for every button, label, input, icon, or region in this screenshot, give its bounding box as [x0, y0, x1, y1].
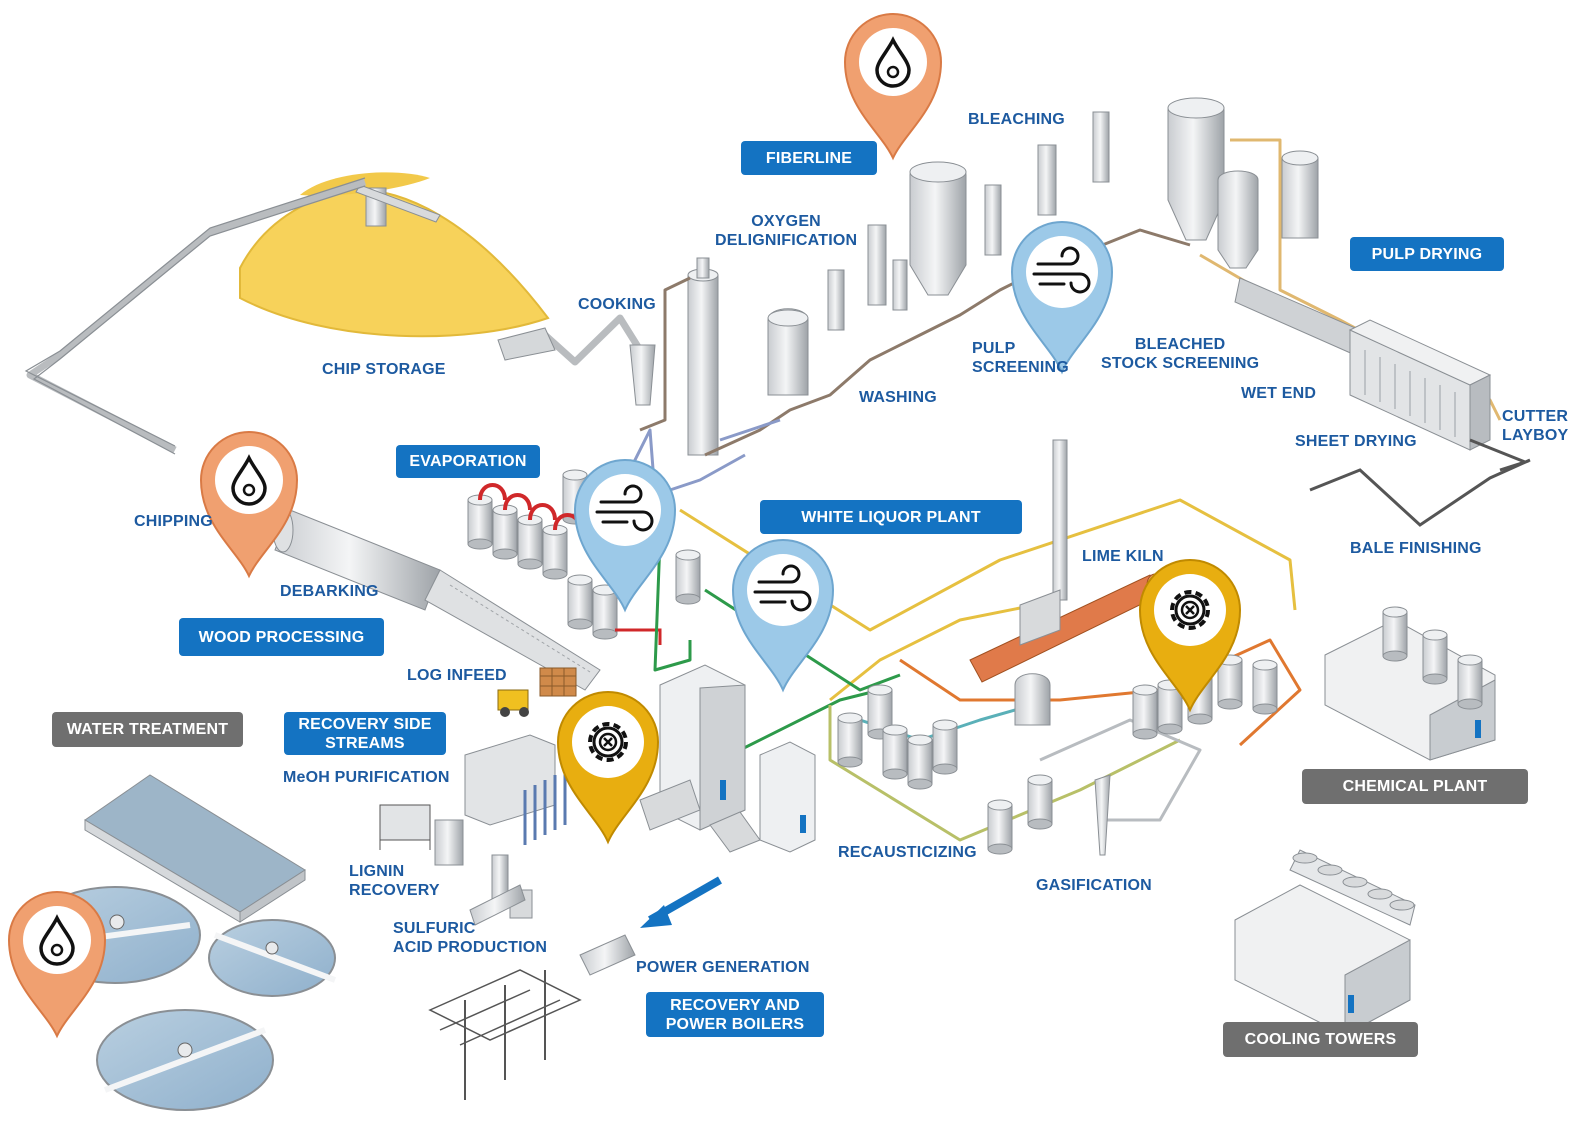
fiberline-tanks: [767, 97, 1319, 396]
tag-line: RECOVERY SIDE: [298, 715, 432, 733]
tag-line: RECOVERY AND: [670, 996, 800, 1014]
chemical-plant-building: [1324, 606, 1496, 761]
label-line: LIGNIN: [349, 863, 405, 880]
label-bleaching: BLEACHING: [968, 111, 1065, 128]
evaporation-tanks: [467, 469, 701, 645]
tag-water-treatment[interactable]: WATER TREATMENT: [52, 712, 243, 747]
sulfuric-acid-unit: [469, 854, 533, 926]
label-line: CUTTER: [1502, 408, 1569, 425]
water-drop-icon: [231, 454, 267, 506]
water-drop-icon: [39, 914, 75, 966]
label-bale-finishing: BALE FINISHING: [1350, 540, 1482, 557]
air-flow-pin-screening[interactable]: [1010, 221, 1114, 375]
label-gasification: GASIFICATION: [1036, 877, 1152, 894]
label-cutter-layboy: CUTTER LAYBOY: [1502, 407, 1568, 445]
label-line: PULP: [972, 340, 1016, 357]
forklift: [497, 689, 529, 717]
tag-fiberline[interactable]: FIBERLINE: [741, 141, 877, 175]
cooling-towers-building: [1234, 849, 1416, 1036]
water-drop-pin-water-treatment[interactable]: [7, 891, 107, 1039]
label-line: STOCK SCREENING: [1101, 355, 1260, 372]
label-power-generation: POWER GENERATION: [636, 959, 810, 976]
label-pulp-screening: PULP SCREENING: [972, 339, 1069, 377]
tag-pulp-drying[interactable]: PULP DRYING: [1350, 237, 1504, 271]
label-wet-end: WET END: [1241, 385, 1317, 402]
tag-cooling-towers[interactable]: COOLING TOWERS: [1223, 1022, 1418, 1057]
log-pile: [539, 667, 577, 697]
gear-cross-icon: [588, 722, 628, 762]
recausticizing-tanks: [837, 654, 1278, 856]
tag-chemical-plant[interactable]: CHEMICAL PLANT: [1302, 769, 1528, 804]
lignin-recovery-unit: [379, 804, 464, 866]
tag-evaporation[interactable]: EVAPORATION: [396, 445, 540, 478]
tag-line: STREAMS: [325, 734, 405, 752]
label-chipping: CHIPPING: [134, 513, 213, 530]
chip-hopper: [497, 327, 556, 361]
tag-recovery-and-power-boilers[interactable]: RECOVERY AND POWER BOILERS: [646, 992, 824, 1037]
label-line: SCREENING: [972, 359, 1069, 376]
label-line: LAYBOY: [1502, 427, 1569, 444]
gear-cross-icon: [1170, 590, 1210, 630]
label-line: BLEACHED: [1134, 336, 1226, 353]
tag-recovery-side-streams[interactable]: RECOVERY SIDE STREAMS: [284, 712, 446, 755]
chip-storage-pile: [239, 172, 550, 338]
tag-white-liquor-plant[interactable]: WHITE LIQUOR PLANT: [760, 500, 1022, 534]
cooking-digester: [629, 257, 719, 456]
air-flow-pin-white-liquor[interactable]: [731, 539, 835, 693]
label-oxygen-delignification: OXYGEN DELIGNIFICATION: [715, 212, 857, 250]
label-debarking: DEBARKING: [280, 583, 379, 600]
conveyor-outline: [24, 177, 366, 455]
label-line: SULFURIC: [393, 920, 476, 937]
pulp-drying-machine: [1234, 277, 1492, 451]
water-drop-pin-chipping[interactable]: [199, 431, 299, 579]
wind-icon: [595, 484, 654, 532]
wind-icon: [1032, 246, 1091, 294]
label-recausticizing: RECAUSTICIZING: [838, 844, 977, 861]
label-cooking: COOKING: [578, 296, 656, 313]
water-drop-icon: [875, 36, 911, 88]
water-drop-pin-fiberline[interactable]: [843, 13, 943, 161]
tag-line: POWER BOILERS: [665, 1015, 805, 1033]
label-line: ACID PRODUCTION: [393, 939, 548, 956]
air-flow-pin-evaporation[interactable]: [573, 459, 677, 613]
label-sheet-drying: SHEET DRYING: [1295, 433, 1417, 450]
gear-pin-lime-kiln[interactable]: [1138, 559, 1242, 713]
recovery-boiler-building: [464, 664, 816, 853]
power-generation: [428, 876, 722, 1100]
label-chip-storage: CHIP STORAGE: [322, 361, 446, 378]
wind-icon: [753, 564, 812, 612]
side-stream-columns: [523, 770, 567, 845]
gear-pin-recovery[interactable]: [556, 691, 660, 845]
label-log-infeed: LOG INFEED: [407, 667, 507, 684]
label-washing: WASHING: [859, 389, 937, 406]
label-sulfuric-acid-production: SULFURIC ACID PRODUCTION: [393, 919, 547, 957]
label-lignin-recovery: LIGNIN RECOVERY: [349, 862, 440, 900]
label-line: OXYGEN: [751, 213, 821, 230]
label-bleached-stock-screening: BLEACHED STOCK SCREENING: [1101, 335, 1259, 373]
bale-finishing-line: [1309, 438, 1531, 527]
label-line: RECOVERY: [349, 882, 440, 899]
label-meoh-purification: MeOH PURIFICATION: [283, 769, 450, 786]
tag-wood-processing[interactable]: WOOD PROCESSING: [179, 618, 384, 656]
label-lime-kiln: LIME KILN: [1082, 548, 1164, 565]
label-line: DELIGNIFICATION: [715, 232, 858, 249]
